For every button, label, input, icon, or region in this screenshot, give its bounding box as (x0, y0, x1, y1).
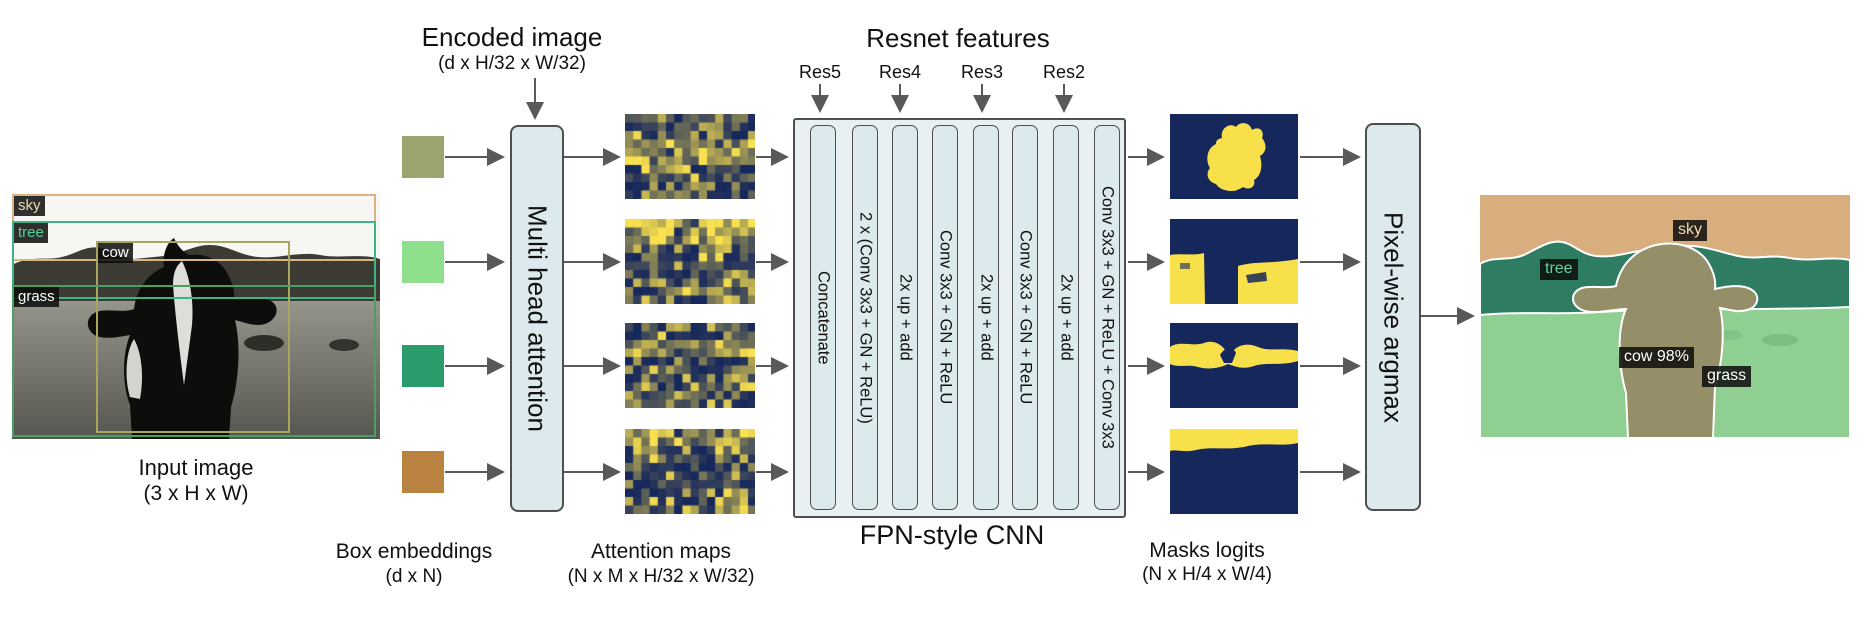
mask-logit-tree (1170, 323, 1298, 408)
bbox-tree: tree (12, 221, 376, 299)
attention-map-4 (625, 429, 755, 514)
box-embedding-swatch-grass (402, 241, 444, 283)
bbox-grass-label: grass (14, 287, 59, 307)
output-label-tree: tree (1540, 259, 1578, 280)
multi-head-attention-block: Multi head attention (510, 125, 564, 512)
bbox-sky-label: sky (14, 196, 45, 216)
fpn-col-conv-1: Conv 3x3 + GN + ReLU (932, 125, 958, 510)
mask-logit-grass (1170, 219, 1298, 304)
box-embedding-swatch-tree (402, 345, 444, 387)
mask-logit-sky (1170, 429, 1298, 514)
masks-logits-shape: (N x H/4 x W/4) (1142, 564, 1272, 585)
resnet-features-title: Resnet features (866, 23, 1050, 53)
attention-maps-shape: (N x M x H/32 x W/32) (567, 566, 755, 587)
input-image-shape: (3 x H x W) (143, 482, 249, 505)
bbox-sky: sky (12, 194, 376, 261)
box-embeddings-caption: Box embeddings (335, 540, 493, 563)
box-embeddings-shape: (d x N) (385, 566, 443, 587)
bbox-grass: grass (12, 285, 376, 437)
output-label-sky: sky (1673, 220, 1707, 241)
res2-label: Res2 (1042, 62, 1086, 82)
attention-map-1 (625, 114, 755, 199)
encoded-image-title: Encoded image (421, 22, 603, 52)
fpn-col-upsample-2: 2x up + add (973, 125, 999, 510)
attention-maps-caption: Attention maps (590, 540, 732, 563)
res5-label: Res5 (798, 62, 842, 82)
fpn-block: Concatenate 2 x (Conv 3x3 + GN + ReLU) 2… (793, 118, 1126, 518)
input-image: sky tree cow grass (12, 193, 380, 439)
mask-logit-cow (1170, 114, 1298, 199)
fpn-col-upsample-1: 2x up + add (892, 125, 918, 510)
attention-map-2 (625, 219, 755, 304)
bbox-cow-label: cow (98, 243, 133, 263)
attention-map-3 (625, 323, 755, 408)
output-photo-art (1480, 195, 1850, 438)
masks-logits-caption: Masks logits (1149, 539, 1265, 562)
fpn-col-conv-out: Conv 3x3 + GN + ReLU + Conv 3x3 (1094, 125, 1120, 510)
box-embedding-swatch-sky (402, 451, 444, 493)
pixel-argmax-label: Pixel-wise argmax (1378, 211, 1409, 423)
output-image: sky tree cow 98% grass (1480, 195, 1850, 438)
fpn-col-upsample-3: 2x up + add (1053, 125, 1079, 510)
fpn-col-concatenate: Concatenate (810, 125, 836, 510)
fpn-caption: FPN-style CNN (859, 520, 1045, 550)
bbox-tree-label: tree (14, 223, 48, 243)
output-cow-region (1572, 242, 1759, 438)
box-embedding-swatch-cow (402, 136, 444, 178)
multi-head-attention-label: Multi head attention (522, 205, 553, 432)
res4-label: Res4 (878, 62, 922, 82)
pixel-argmax-block: Pixel-wise argmax (1365, 123, 1421, 511)
output-label-grass: grass (1702, 366, 1752, 387)
bbox-cow: cow (96, 241, 290, 433)
res3-label: Res3 (960, 62, 1004, 82)
encoded-image-shape: (d x H/32 x W/32) (438, 53, 586, 74)
fpn-col-conv-2: Conv 3x3 + GN + ReLU (1012, 125, 1038, 510)
input-image-caption: Input image (138, 455, 254, 480)
output-label-cow: cow 98% (1619, 347, 1694, 368)
fpn-col-conv-block: 2 x (Conv 3x3 + GN + ReLU) (852, 125, 878, 510)
